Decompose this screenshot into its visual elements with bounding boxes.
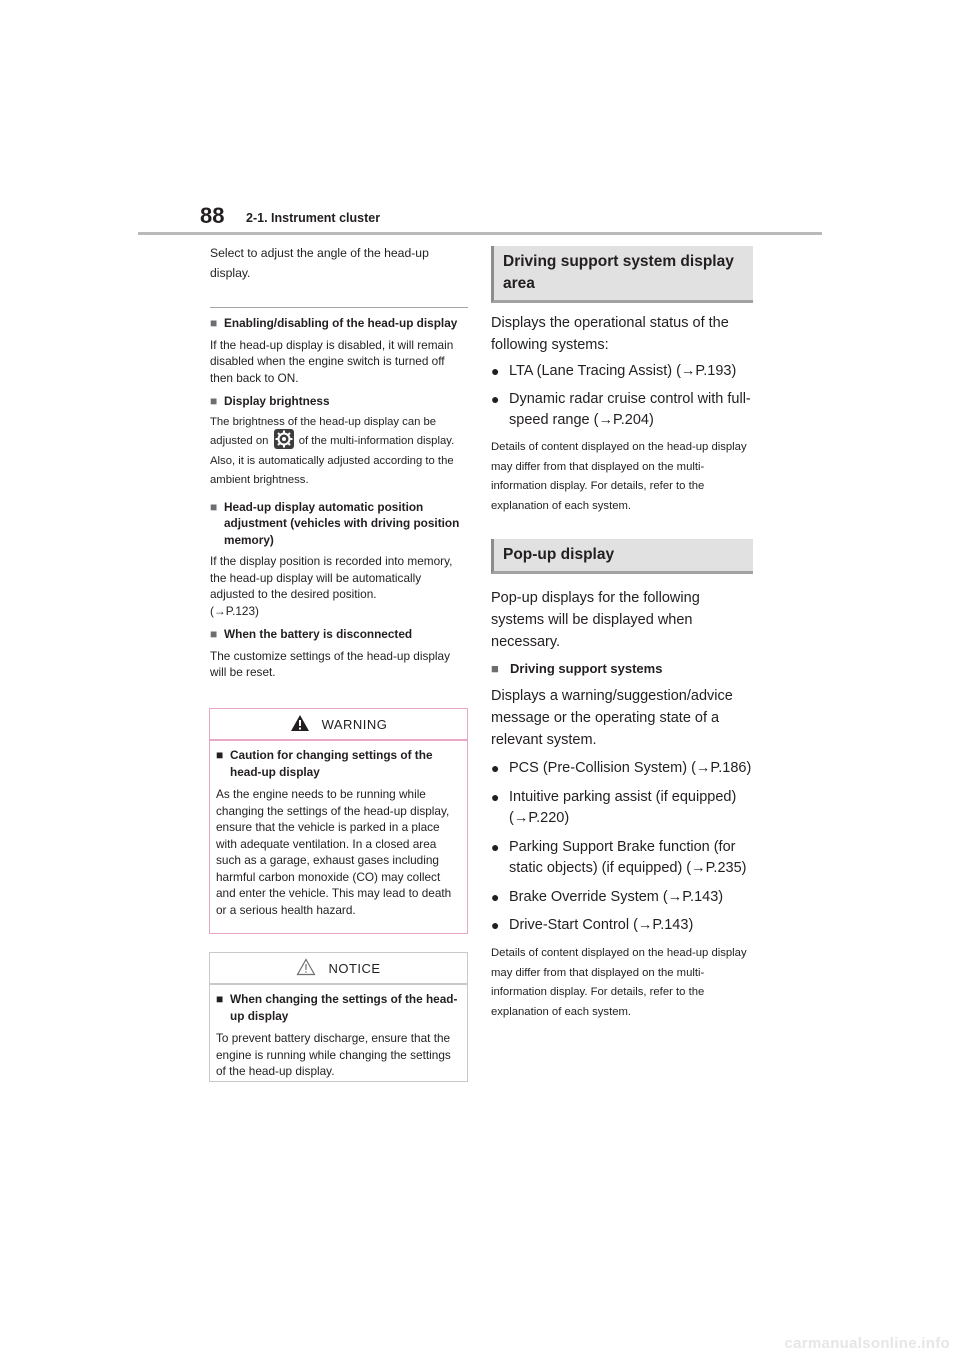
square-bullet-icon: ■: [210, 499, 218, 514]
bullet-radar-cruise: ● Dynamic radar cruise control with full…: [491, 389, 753, 431]
bullet-brake-override: ● Brake Override System (→P.143): [491, 887, 753, 908]
square-bullet-icon: ■: [216, 992, 224, 1006]
warning-message-text: Displays a warning/suggestion/advice mes…: [491, 688, 733, 748]
gear-icon: [273, 429, 294, 450]
section-heading-popup: Pop-up display: [491, 539, 753, 574]
square-bullet-icon: ■: [210, 394, 218, 408]
square-bullet-icon: ■: [210, 316, 218, 330]
square-bullet-icon: ■: [216, 748, 224, 762]
bullet-dot-icon: ●: [491, 789, 500, 805]
bullet-dot-icon: ●: [491, 839, 500, 855]
bullet-lta: ● LTA (Lane Tracing Assist) (→P.193): [491, 361, 753, 382]
subheading-battery: ■ When the battery is disconnected: [210, 627, 413, 641]
divider: [210, 307, 468, 308]
bullet-dot-icon: ●: [491, 889, 500, 905]
popup-intro-text: Pop-up displays for the following system…: [491, 590, 700, 650]
bullet-dot-icon: ●: [491, 363, 500, 379]
notice-box: NOTICE ■ When changing the settings of t…: [209, 952, 468, 1082]
square-bullet-icon: ■: [491, 661, 499, 676]
brightness-text: The brightness of the head-up display ca…: [210, 415, 455, 487]
bullet-dot-icon: ●: [491, 917, 500, 933]
bullet-dot-icon: ●: [491, 391, 500, 407]
subheading-brightness: ■ Display brightness: [210, 394, 330, 408]
caution-triangle-icon: [296, 957, 316, 979]
section-heading-driving-support: Driving support system display area: [491, 246, 753, 303]
warning-box: WARNING ■ Caution for changing settings …: [209, 708, 468, 934]
warning-title-bar: WARNING: [210, 709, 467, 739]
notice-title: NOTICE: [328, 960, 381, 976]
details-note-1: Details of content displayed on the head…: [491, 441, 747, 512]
notice-subheading: ■ When changing the settings of the head…: [216, 992, 458, 1023]
enable-disable-text: If the head-up display is disabled, it w…: [210, 337, 454, 385]
auto-position-text: If the display position is recorded into…: [210, 554, 453, 601]
bullet-pcs: ● PCS (Pre-Collision System) (→P.186): [491, 758, 753, 779]
operational-status-text: Displays the operational status of the f…: [491, 315, 729, 353]
notice-rule: [210, 983, 467, 985]
warning-text: As the engine needs to be running while …: [216, 787, 452, 917]
subheading-enable-disable: ■ Enabling/disabling of the head-up disp…: [210, 316, 458, 330]
page-number: 88: [200, 203, 225, 228]
warning-title: WARNING: [321, 716, 388, 732]
bullet-dot-icon: ●: [491, 760, 500, 776]
warning-subheading: ■ Caution for changing settings of the h…: [216, 748, 433, 779]
bullet-drive-start-control: ● Drive-Start Control (→P.143): [491, 915, 753, 936]
section-title: 2-1. Instrument cluster: [246, 211, 381, 225]
details-note-2: Details of content displayed on the head…: [491, 947, 747, 1018]
square-bullet-icon: ■: [210, 627, 218, 641]
bullet-parking-support-brake: ● Parking Support Brake function (for st…: [491, 837, 753, 879]
footer-watermark: carmanualsonline.info: [784, 1335, 950, 1352]
warning-triangle-icon: [290, 714, 310, 735]
page-reference[interactable]: (→P.123): [210, 603, 259, 618]
intro-text: Select to adjust the angle of the head-u…: [210, 246, 429, 280]
header-rule: [138, 232, 822, 235]
subheading-driving-support-systems: ■ Driving support systems: [491, 659, 753, 679]
battery-text: The customize settings of the head-up di…: [210, 648, 451, 680]
subheading-auto-position: ■ Head-up display automatic position adj…: [210, 499, 460, 547]
left-column: Select to adjust the angle of the head-u…: [210, 243, 468, 681]
right-column: Driving support system display area Disp…: [491, 246, 753, 1022]
warning-rule: [210, 739, 467, 741]
notice-title-bar: NOTICE: [210, 953, 467, 983]
bullet-parking-assist: ● Intuitive parking assist (if equipped)…: [491, 787, 753, 829]
notice-text: To prevent battery discharge, ensure tha…: [216, 1031, 451, 1078]
